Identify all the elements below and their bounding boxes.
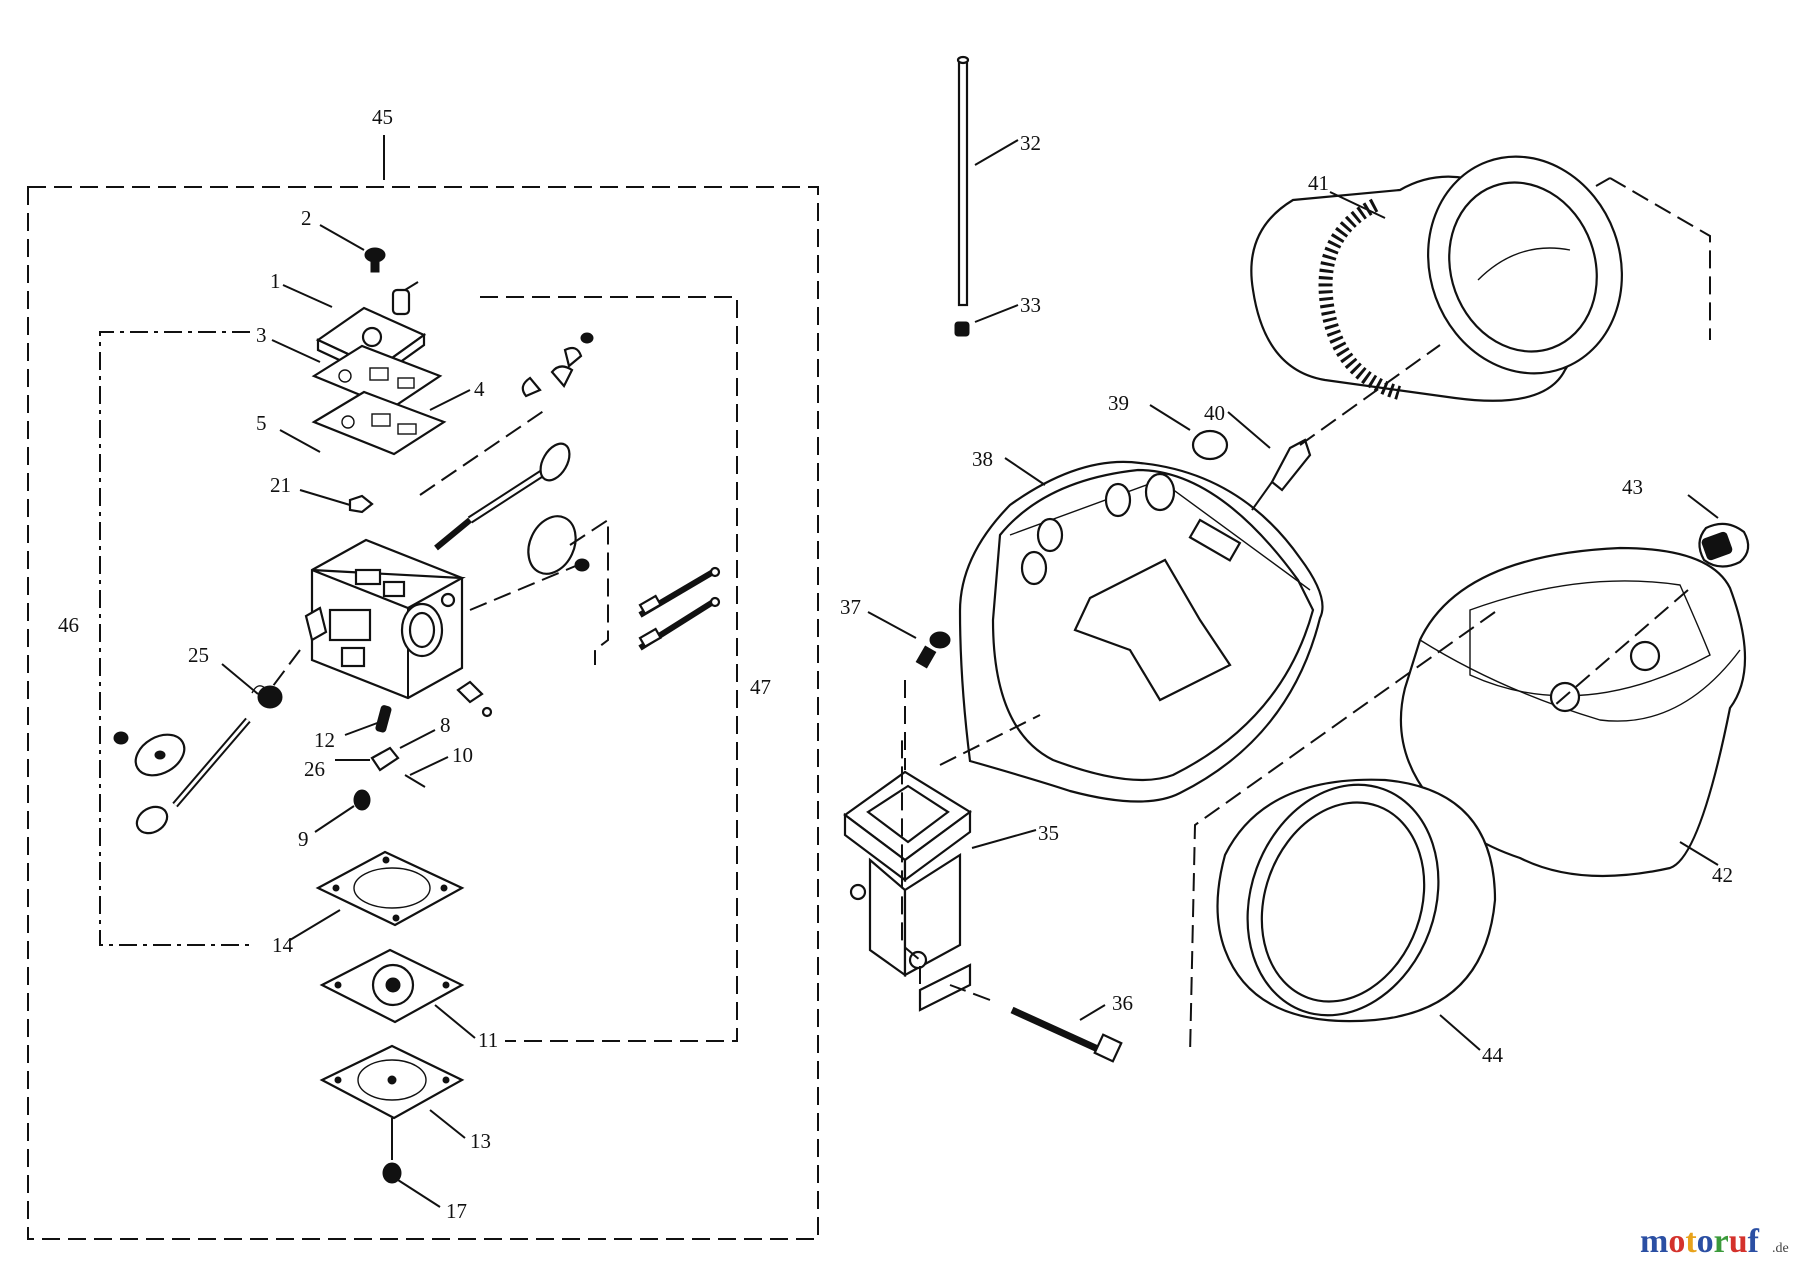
leader-lines — [221, 139, 1719, 1208]
spring-25 — [251, 685, 283, 709]
label-44: 44 — [1482, 1043, 1504, 1067]
rod-32 — [956, 55, 970, 307]
svg-text:motoruf: motoruf — [1640, 1223, 1760, 1260]
label-40: 40 — [1204, 401, 1225, 425]
label-42: 42 — [1712, 863, 1733, 887]
grommet-39 — [1191, 429, 1229, 461]
filter-housing-38 — [958, 460, 1324, 803]
air-filter-element-41 — [1250, 155, 1623, 402]
label-5: 5 — [256, 411, 267, 435]
stud-40 — [1251, 438, 1312, 511]
label-26: 26 — [304, 757, 325, 781]
nut-33 — [954, 321, 970, 337]
label-21: 21 — [270, 473, 291, 497]
wm-letter: u — [1729, 1223, 1748, 1260]
carburetor-parts — [113, 247, 721, 1184]
screw-9 — [353, 789, 371, 811]
label-1: 1 — [270, 269, 281, 293]
label-8: 8 — [440, 713, 451, 737]
label-32: 32 — [1020, 131, 1041, 155]
label-43: 43 — [1622, 475, 1643, 499]
part-labels: 45 2 1 3 4 5 21 46 25 47 8 12 10 26 9 14… — [58, 105, 1733, 1223]
knob-43 — [1681, 522, 1750, 593]
filter-ring-44 — [1216, 778, 1497, 1023]
nut-21 — [348, 494, 374, 514]
label-47: 47 — [750, 675, 771, 699]
label-2: 2 — [301, 206, 312, 230]
label-37: 37 — [840, 595, 861, 619]
screw-17 — [382, 1162, 402, 1184]
wm-letter: t — [1685, 1223, 1697, 1260]
clip-parts — [521, 332, 594, 398]
intake-adapter-35 — [843, 770, 972, 1012]
wm-letter: o — [1668, 1223, 1685, 1260]
label-38: 38 — [972, 447, 993, 471]
label-33: 33 — [1020, 293, 1041, 317]
label-14: 14 — [272, 933, 294, 957]
choke-shaft — [113, 717, 251, 835]
label-12: 12 — [314, 728, 335, 752]
wm-letter: f — [1748, 1223, 1760, 1260]
label-25: 25 — [188, 643, 209, 667]
label-17: 17 — [446, 1199, 467, 1223]
air-filter-parts — [843, 55, 1750, 1063]
label-11: 11 — [478, 1028, 498, 1052]
screw-37 — [915, 631, 951, 669]
adjusting-screws — [638, 566, 721, 651]
label-39: 39 — [1108, 391, 1129, 415]
needle-parts — [370, 680, 493, 788]
carburetor-body — [304, 538, 466, 700]
label-4: 4 — [474, 377, 485, 401]
wm-letter: r — [1714, 1223, 1729, 1260]
wm-suffix: .de — [1772, 1241, 1789, 1256]
label-3: 3 — [256, 323, 267, 347]
gasket-14 — [315, 850, 465, 927]
cover-13 — [319, 1044, 465, 1160]
throttle-shaft-upper — [434, 442, 571, 551]
label-35: 35 — [1038, 821, 1059, 845]
label-9: 9 — [298, 827, 309, 851]
label-13: 13 — [470, 1129, 491, 1153]
throttle-plate — [527, 515, 590, 575]
label-41: 41 — [1308, 171, 1329, 195]
label-46: 46 — [58, 613, 79, 637]
carburetor-assembly-frame — [27, 135, 819, 1240]
diaphragm-11 — [319, 948, 465, 1024]
label-45: 45 — [372, 105, 393, 129]
wm-letter: m — [1640, 1223, 1668, 1260]
label-10: 10 — [452, 743, 473, 767]
motoruf-watermark-logo: motoruf .de — [1640, 1223, 1789, 1260]
wm-letter: o — [1697, 1223, 1714, 1260]
bolt-36 — [1010, 1006, 1123, 1063]
label-36: 36 — [1112, 991, 1133, 1015]
screw-2 — [364, 247, 386, 273]
diaphragm-5 — [311, 390, 447, 456]
